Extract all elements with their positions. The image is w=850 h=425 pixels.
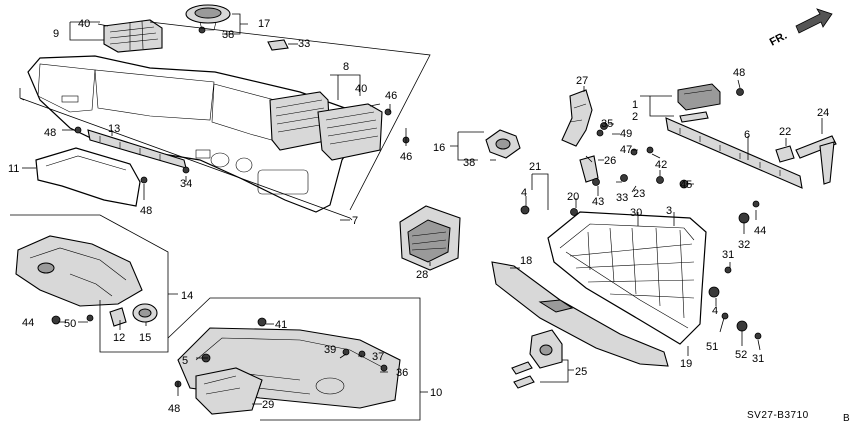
callout-46: 46 xyxy=(385,90,397,102)
callout-14: 14 xyxy=(181,290,193,302)
callout-27: 27 xyxy=(576,75,588,87)
callout-47: 47 xyxy=(620,144,632,156)
callout-25: 25 xyxy=(575,366,587,378)
callout-12: 12 xyxy=(113,332,125,344)
callout-41: 41 xyxy=(275,319,287,331)
callout-46b: 46 xyxy=(400,151,412,163)
callout-2: 2 xyxy=(632,111,638,123)
callout-36: 36 xyxy=(396,367,408,379)
instrument-cover-11 xyxy=(35,147,141,207)
callout-9: 9 xyxy=(53,28,59,40)
callout-4: 4 xyxy=(521,187,527,199)
callout-40: 40 xyxy=(78,18,90,30)
drawing-code-suffix: B xyxy=(843,413,850,424)
callout-4b: 4 xyxy=(712,305,718,317)
callout-40b: 40 xyxy=(355,83,367,95)
callout-18: 18 xyxy=(520,255,532,267)
switch-knob-16 xyxy=(485,129,521,159)
callout-43: 43 xyxy=(592,196,604,208)
callout-17: 17 xyxy=(258,18,270,30)
callout-48: 48 xyxy=(44,127,56,139)
callout-20: 20 xyxy=(567,191,579,203)
front-direction-label: FR. xyxy=(768,30,789,49)
callout-51: 51 xyxy=(706,341,718,353)
callout-23: 23 xyxy=(633,188,645,200)
side-vent-assembly xyxy=(269,91,383,161)
callout-37: 37 xyxy=(372,351,384,363)
callout-26: 26 xyxy=(604,155,616,167)
callout-22: 22 xyxy=(779,126,791,138)
callout-44b: 44 xyxy=(754,225,766,237)
callout-11: 11 xyxy=(8,163,19,175)
callout-48d: 48 xyxy=(733,67,745,79)
damper-24 xyxy=(795,135,837,185)
callout-21: 21 xyxy=(529,161,541,173)
callout-32: 32 xyxy=(738,239,750,251)
drawing-code-text: SV27-B3710 xyxy=(747,410,809,421)
callout-33b: 33 xyxy=(616,192,628,204)
callout-52: 52 xyxy=(735,349,747,361)
callout-38: 38 xyxy=(222,29,234,41)
lower-cover-14 xyxy=(15,235,143,307)
callout-31b: 31 xyxy=(752,353,764,365)
damper-22 xyxy=(775,145,795,163)
glove-box-inner-19 xyxy=(547,211,707,345)
callout-42: 42 xyxy=(655,159,667,171)
front-direction-indicator: FR. xyxy=(768,8,833,49)
callout-7: 7 xyxy=(352,215,358,227)
callout-6: 6 xyxy=(744,129,750,141)
callout-13: 13 xyxy=(108,123,120,135)
callout-50: 50 xyxy=(64,318,76,330)
callout-1: 1 xyxy=(632,99,638,111)
callout-5: 5 xyxy=(182,355,188,367)
callout-49: 49 xyxy=(620,128,632,140)
bracket-27 xyxy=(561,89,593,147)
callout-10: 10 xyxy=(430,387,442,399)
callout-8: 8 xyxy=(343,61,349,73)
callout-16: 16 xyxy=(433,142,445,154)
callout-38b: 38 xyxy=(463,157,475,169)
vent-box-28 xyxy=(399,205,461,271)
ring-15 xyxy=(132,303,158,323)
callout-30: 30 xyxy=(630,207,642,219)
lock-switch-1 xyxy=(677,83,721,123)
clip-33 xyxy=(267,39,289,51)
support-bar-6 xyxy=(665,117,803,189)
callout-24: 24 xyxy=(817,107,829,119)
callout-44: 44 xyxy=(22,317,34,329)
leader-lines xyxy=(10,13,823,421)
callout-45: 45 xyxy=(680,179,692,191)
callout-28: 28 xyxy=(416,269,428,281)
drawing-code: SV27-B3710 B xyxy=(747,410,850,424)
callout-39: 39 xyxy=(324,344,336,356)
pocket-29 xyxy=(195,367,263,415)
center-vent-assembly xyxy=(103,19,163,53)
bracket-26 xyxy=(579,155,599,183)
callout-33: 33 xyxy=(298,38,310,50)
callout-15: 15 xyxy=(139,332,151,344)
callout-29: 29 xyxy=(262,399,274,411)
front-arrow-icon xyxy=(795,8,833,34)
callout-34: 34 xyxy=(180,178,192,190)
glove-box-lock-25 xyxy=(511,329,563,389)
top-speaker-assembly xyxy=(185,4,231,31)
callout-19: 19 xyxy=(680,358,692,370)
callout-3: 3 xyxy=(666,205,672,217)
callout-35: 35 xyxy=(601,118,613,130)
callout-31: 31 xyxy=(722,249,734,261)
callout-labels: 1 2 3 4 4 5 6 7 8 9 10 11 12 13 14 15 16… xyxy=(8,18,829,415)
callout-48c: 48 xyxy=(168,403,180,415)
callout-48b: 48 xyxy=(140,205,152,217)
part-12 xyxy=(109,307,127,327)
glove-box-door-18 xyxy=(491,261,669,367)
